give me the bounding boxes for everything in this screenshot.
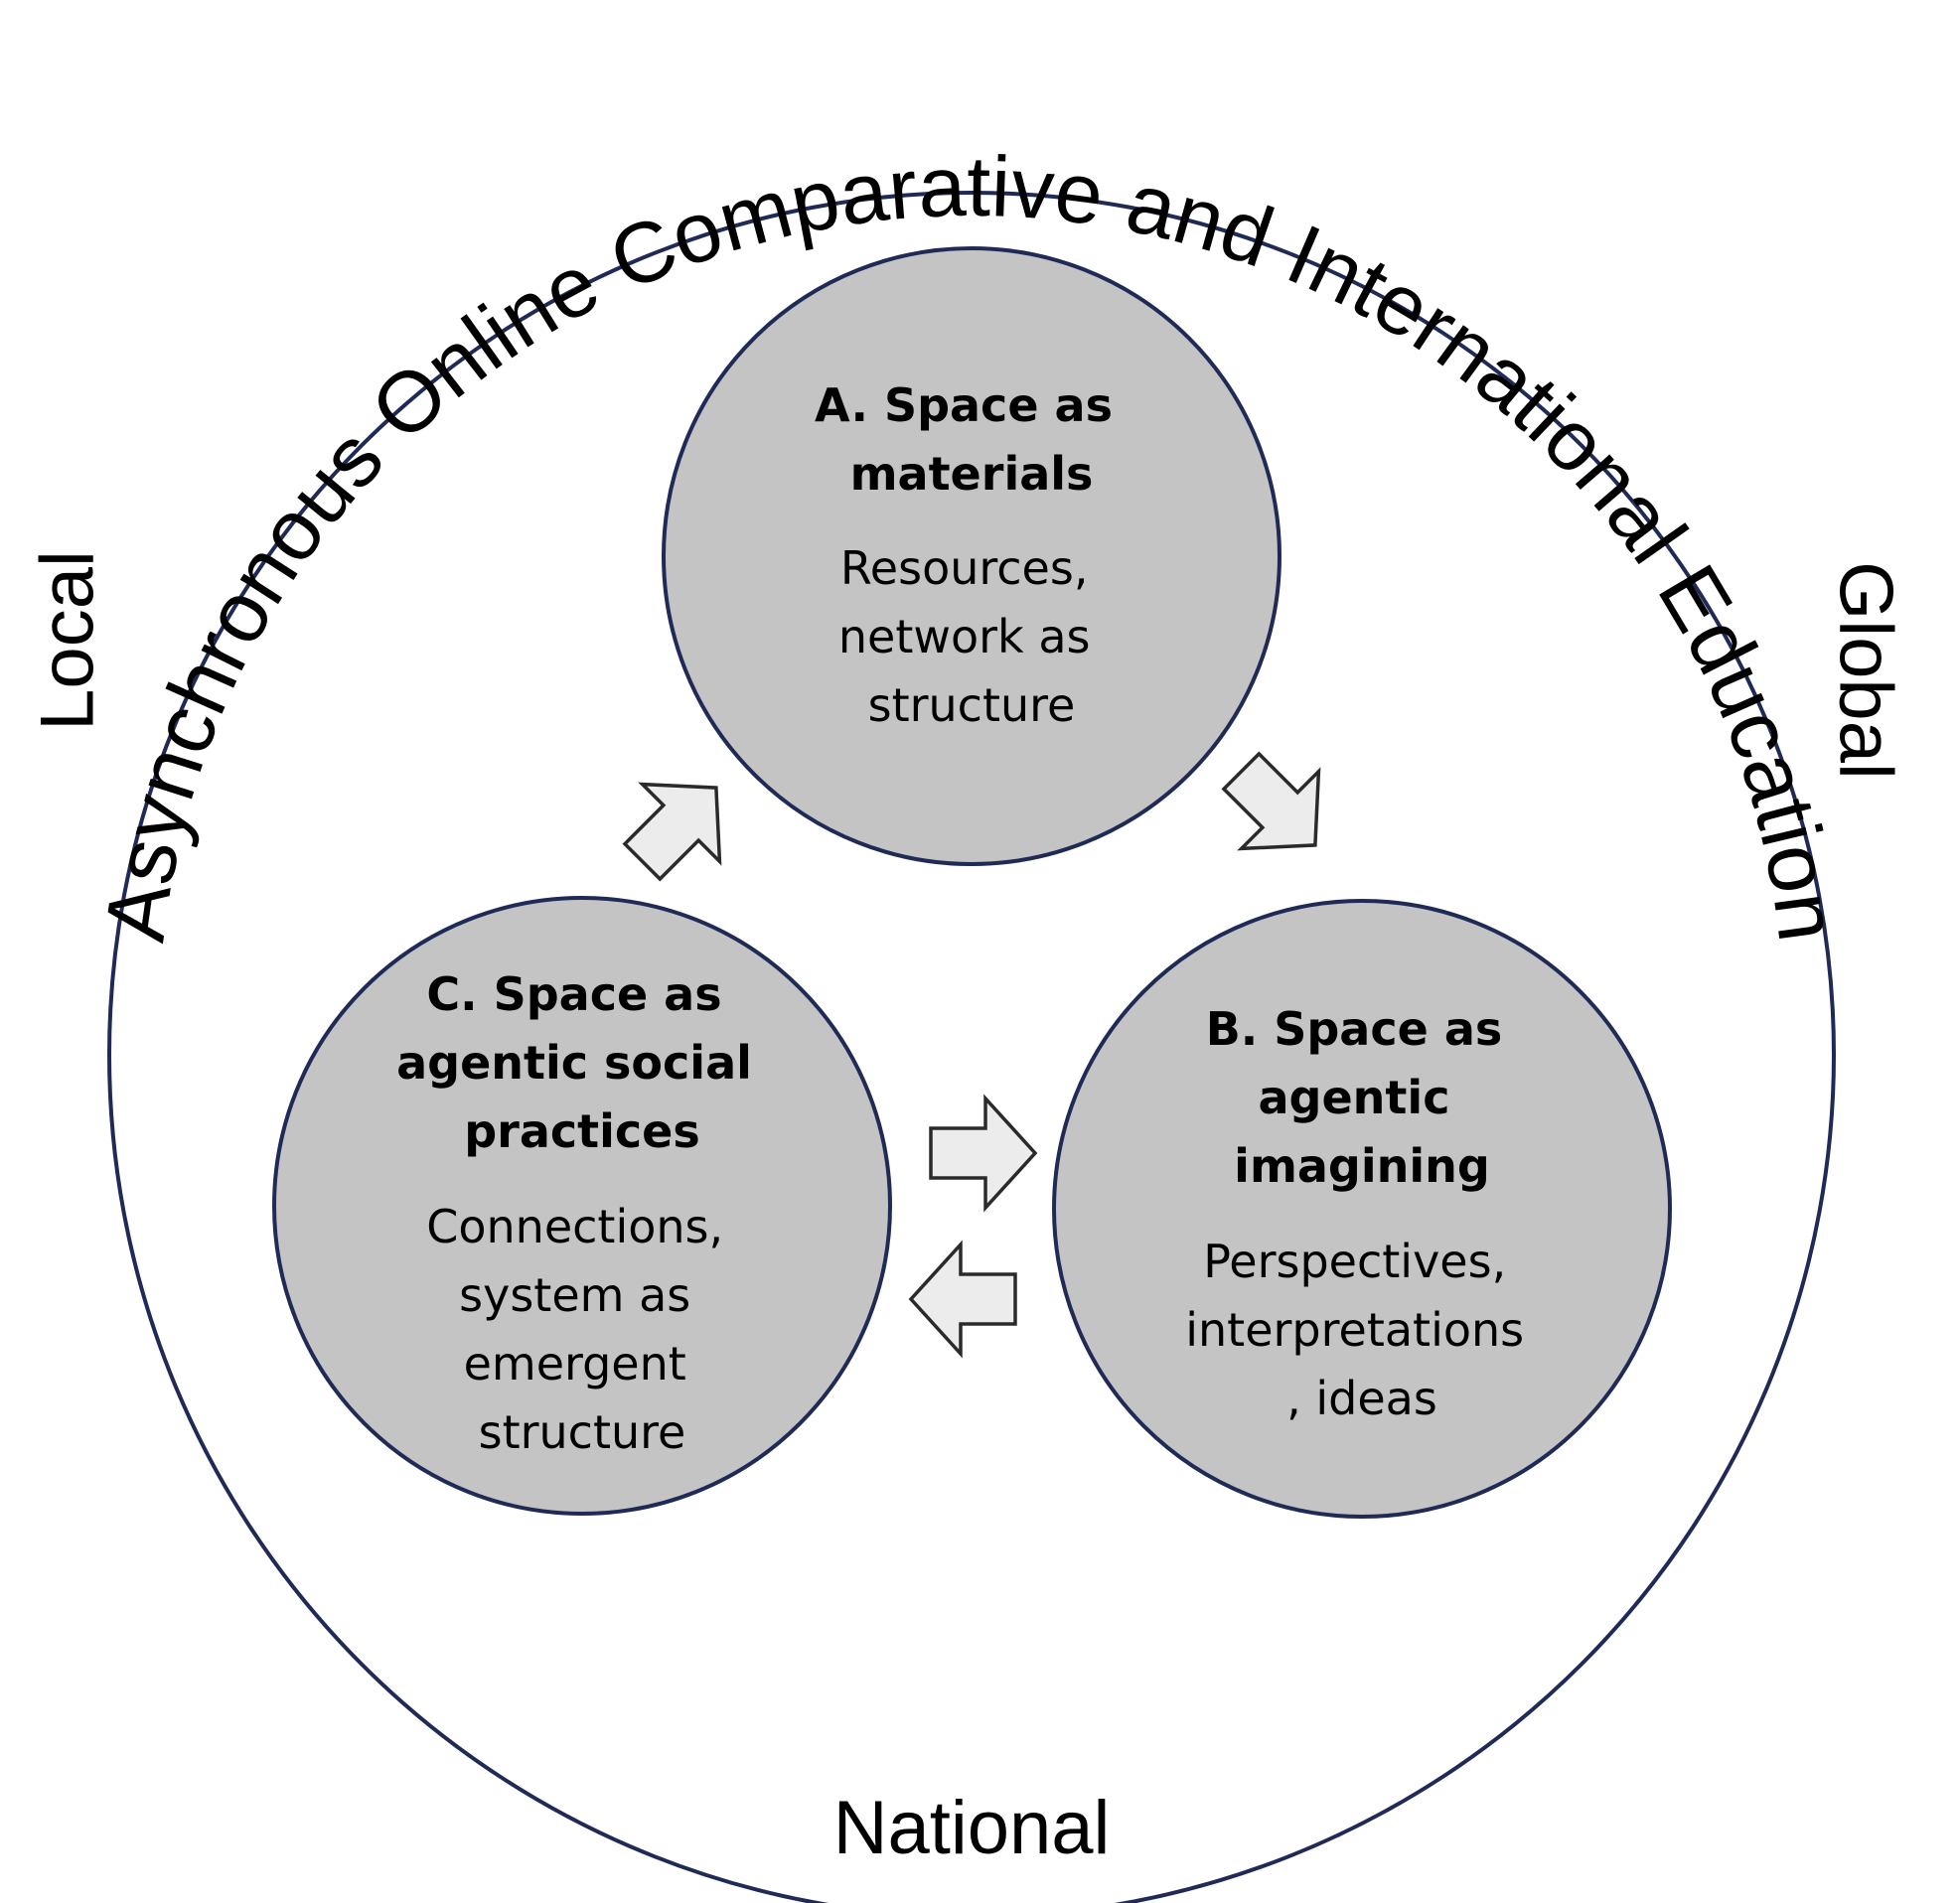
node-b-title: B. Space as agentic imagining <box>1206 1002 1519 1193</box>
arrow-c-to-a <box>602 747 757 902</box>
node-a-body-line: structure <box>868 678 1076 732</box>
node-c-title-line: agentic social <box>396 1036 752 1090</box>
node-c-body-line: structure <box>479 1405 686 1459</box>
node-b-title-line: imagining <box>1234 1139 1490 1193</box>
node-c-body-line: emergent <box>464 1337 686 1391</box>
node-a-title-line: materials <box>850 447 1094 501</box>
label-global: Global <box>1824 561 1908 780</box>
node-c-title-line: practices <box>464 1104 700 1158</box>
node-a-title: A. Space as materials <box>815 378 1129 501</box>
node-a-title-line: A. Space as <box>815 378 1113 432</box>
arrow-b-to-c <box>909 1243 1017 1356</box>
node-c-title-line: C. Space as <box>426 967 721 1021</box>
node-a-body-line: network as <box>838 610 1091 663</box>
node-c-space-as-agentic-social-practices: C. Space as agentic social practices Con… <box>272 896 892 1516</box>
node-c-body-line: Connections, <box>426 1200 723 1253</box>
node-a-body: Resources, network as structure <box>838 541 1105 732</box>
node-c-body-line: system as <box>459 1268 690 1322</box>
node-b-space-as-agentic-imagining: B. Space as agentic imagining Perspectiv… <box>1052 899 1672 1519</box>
outer-context-ring <box>107 191 1836 1903</box>
node-a-body-line: Resources, <box>840 541 1089 595</box>
node-a-space-as-materials: A. Space as materials Resources, network… <box>662 246 1282 866</box>
node-b-title-line: B. Space as <box>1206 1002 1503 1056</box>
label-national: National <box>833 1786 1111 1870</box>
node-b-body-line: interpretations <box>1185 1303 1524 1357</box>
arrow-a-to-b <box>1201 731 1356 886</box>
node-b-title-line: agentic <box>1259 1071 1450 1124</box>
arrow-c-to-b <box>929 1097 1037 1210</box>
node-b-body-line: , ideas <box>1286 1372 1437 1425</box>
node-a-circle <box>662 246 1282 866</box>
label-local: Local <box>26 550 110 731</box>
node-c-title: C. Space as agentic social practices <box>396 967 768 1158</box>
node-b-body: Perspectives, interpretations , ideas <box>1185 1235 1539 1425</box>
node-b-body-line: Perspectives, <box>1203 1235 1506 1288</box>
node-c-body: Connections, system as emergent structur… <box>426 1200 738 1459</box>
node-b-circle <box>1052 899 1672 1519</box>
node-c-circle <box>272 896 892 1516</box>
